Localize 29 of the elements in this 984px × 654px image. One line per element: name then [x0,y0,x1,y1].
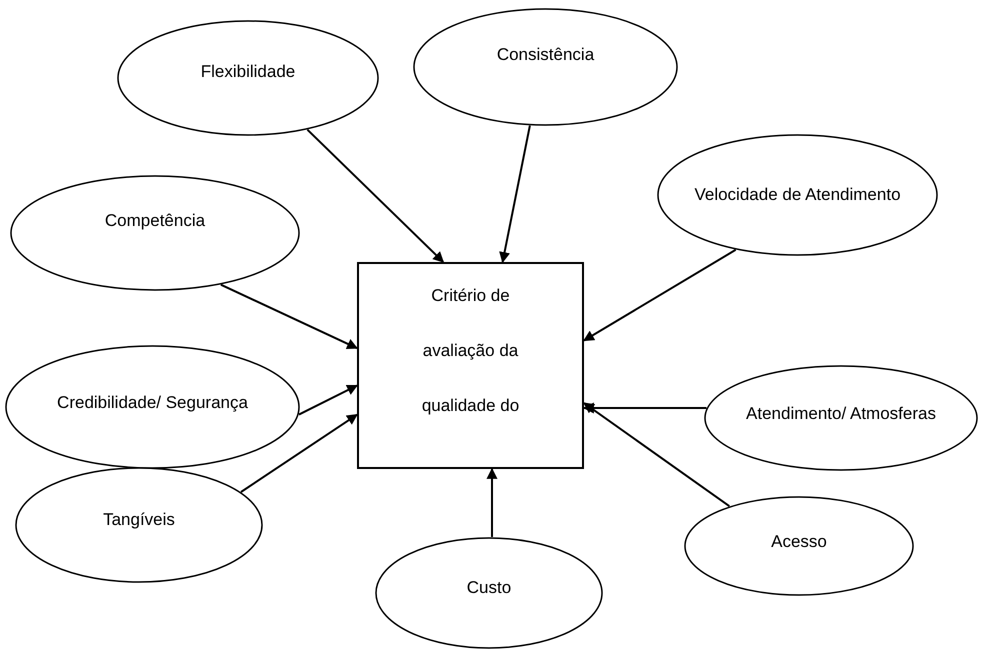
arrow [298,384,358,416]
criterion-ellipse [117,20,379,136]
criterion-label: Credibilidade/ Segurança [57,392,248,414]
criterion-ellipse [375,537,603,649]
criterion-label: Consistência [496,44,594,66]
criterion-ellipse [5,345,300,469]
criterion-ellipse [657,134,938,256]
criterion-ellipse [10,175,300,291]
criterion-label: Tangíveis [103,509,175,531]
criterion-ellipse [413,8,678,126]
criterion-label: Custo [466,577,512,599]
criterion-label: Atendimento/ Atmosferas [746,403,936,425]
arrow [583,402,730,508]
criterion-label: Acesso [771,531,827,553]
criterion-box [357,262,584,469]
arrow [240,414,358,493]
criterion-ellipse [704,365,978,471]
arrow [582,402,706,414]
criterion-label: Competência [104,210,206,232]
criterion-label: Velocidade de Atendimento [694,184,901,206]
arrow [499,125,531,264]
criterion-ellipse [684,496,914,596]
arrow [220,284,358,350]
arrow [306,128,444,263]
criterion-label: Flexibilidade [200,61,296,83]
arrow [486,468,498,538]
criterion-ellipse [15,467,263,583]
arrow [583,248,736,342]
criterion-label: Critério de avaliação da qualidade do [420,285,520,417]
